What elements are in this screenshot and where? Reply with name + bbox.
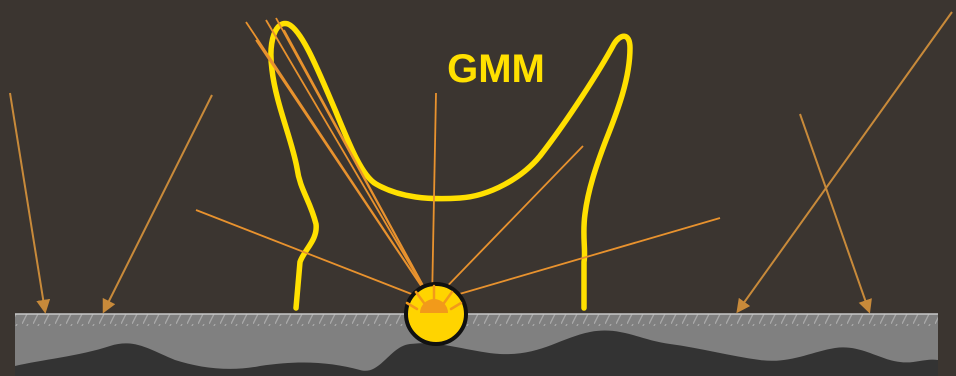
incident-light-arrows	[9, 11, 953, 314]
sphere-body	[404, 282, 468, 346]
gmm-label: GMM	[447, 47, 545, 91]
scattered-rays	[195, 17, 721, 303]
incident-arrow	[799, 113, 872, 314]
incident-arrow	[9, 92, 51, 314]
scattered-ray	[265, 19, 433, 303]
sphere-ray-stub	[414, 290, 426, 305]
incident-arrow	[736, 11, 953, 314]
scattered-ray	[431, 217, 721, 303]
light-source-sphere	[404, 282, 468, 346]
scattered-ray	[195, 209, 433, 303]
scattered-ray	[293, 49, 433, 303]
sphere-ray-stub	[405, 301, 419, 311]
sphere-ray-stubs	[405, 284, 463, 311]
sphere-ray-stub	[442, 290, 454, 305]
gmm-lobe-outline	[268, 20, 633, 311]
incident-arrow	[102, 94, 213, 314]
scattered-ray	[431, 145, 584, 303]
sphere-ray-stub	[449, 301, 463, 311]
surface-shadow-profile	[15, 330, 938, 376]
surface-hatch-band	[15, 314, 938, 326]
scattered-ray	[255, 39, 433, 303]
sphere-highlight	[420, 299, 448, 313]
scattered-ray	[431, 92, 437, 303]
rough-surface	[15, 313, 938, 376]
